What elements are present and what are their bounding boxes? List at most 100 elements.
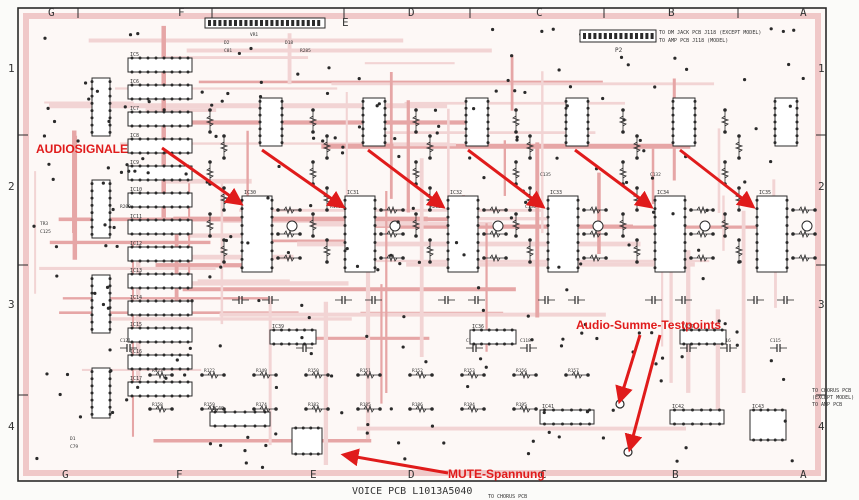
via — [524, 200, 528, 205]
components: IC5IC6IC7IC8IC9IC10IC11IC12IC13IC14IC15I… — [32, 27, 817, 469]
resistor: R185 — [356, 402, 382, 414]
resistor-label: R152 — [412, 368, 423, 374]
via — [244, 461, 248, 465]
via — [218, 344, 222, 348]
via — [83, 81, 88, 85]
via — [622, 118, 626, 122]
ic-chip — [671, 97, 697, 147]
ic-chip — [90, 274, 112, 334]
via — [484, 365, 488, 369]
via — [55, 274, 59, 278]
ic-label: IC40 — [212, 406, 224, 412]
via — [523, 90, 527, 95]
ic-chip — [258, 97, 284, 147]
via — [78, 415, 83, 419]
grid-number: 2 — [8, 180, 15, 193]
part-label: D1 — [70, 436, 76, 442]
grid-letter: F — [176, 468, 183, 481]
grid-letter: F — [178, 6, 185, 19]
via — [237, 51, 241, 56]
via — [701, 276, 705, 281]
via — [188, 346, 192, 350]
via — [365, 431, 369, 435]
connector-note: TO AMP PCB — [812, 402, 842, 408]
via — [476, 286, 481, 290]
via — [781, 29, 785, 34]
resistor — [582, 205, 608, 215]
via — [659, 379, 663, 383]
capacitor: C118 — [520, 338, 537, 352]
resistor — [322, 238, 332, 264]
grid-number: 1 — [8, 62, 15, 75]
resistor — [734, 238, 744, 264]
via — [162, 108, 166, 112]
via — [403, 457, 407, 461]
ic-label: IC32 — [450, 190, 462, 196]
via — [246, 241, 250, 245]
resistor — [482, 253, 508, 263]
resistor-label: R157 — [568, 368, 579, 374]
via — [109, 369, 113, 373]
ic-label: IC41 — [542, 404, 554, 410]
via — [125, 163, 129, 167]
resistor-label: R149 — [256, 368, 267, 374]
via — [435, 131, 439, 135]
via — [627, 243, 631, 247]
via — [433, 108, 438, 112]
part-label: R200 — [120, 204, 131, 210]
via — [601, 96, 605, 101]
grid-numbers-right: 1 2 3 4 — [818, 62, 825, 433]
via — [430, 424, 435, 428]
via — [660, 356, 665, 360]
via — [389, 253, 393, 257]
via — [454, 241, 459, 245]
resistor: R157 — [564, 368, 590, 380]
part-label: C79 — [70, 444, 78, 450]
via — [478, 357, 483, 361]
ic-chip: IC40 — [209, 406, 271, 428]
arrow-audio-6 — [679, 148, 756, 209]
via — [801, 76, 805, 81]
grid-number: 1 — [818, 62, 825, 75]
capacitor: C121 — [120, 338, 137, 352]
connector-note: TO AMP PCB J118 (MODEL) — [659, 38, 728, 44]
ic-label: IC42 — [672, 404, 684, 410]
via — [684, 446, 688, 450]
via — [65, 372, 70, 377]
ic-label: IC5 — [130, 52, 139, 58]
ic-chip — [464, 97, 490, 147]
resistor — [632, 238, 642, 264]
via — [393, 136, 397, 141]
via — [95, 89, 100, 93]
resistor — [720, 108, 730, 134]
arrow-testpoint-2 — [624, 334, 662, 453]
test-point — [615, 399, 625, 409]
arrow-audio-5 — [574, 148, 654, 209]
resistor — [379, 253, 405, 263]
ic-label: IC8 — [130, 133, 139, 139]
via — [671, 212, 675, 216]
via — [557, 265, 561, 269]
ic-label: IC17 — [130, 376, 142, 382]
capacitor — [747, 296, 764, 304]
via — [258, 95, 263, 99]
ic-label: IC14 — [130, 295, 142, 301]
via — [735, 330, 739, 334]
via — [684, 67, 689, 71]
part-label: C81 — [224, 48, 232, 54]
ic-chip — [90, 77, 112, 137]
resistor — [720, 212, 730, 238]
via — [697, 248, 701, 252]
ic-chip: IC6 — [127, 79, 193, 101]
ic-label: IC6 — [130, 79, 139, 85]
via — [442, 441, 446, 445]
ic-chip: IC14 — [127, 295, 193, 317]
ic-chip: IC43 — [749, 404, 787, 442]
via — [111, 207, 115, 212]
via — [650, 176, 655, 180]
resistor — [482, 205, 508, 215]
via — [491, 27, 495, 32]
via — [259, 80, 263, 84]
ic-chip — [291, 426, 323, 456]
via — [401, 345, 405, 349]
